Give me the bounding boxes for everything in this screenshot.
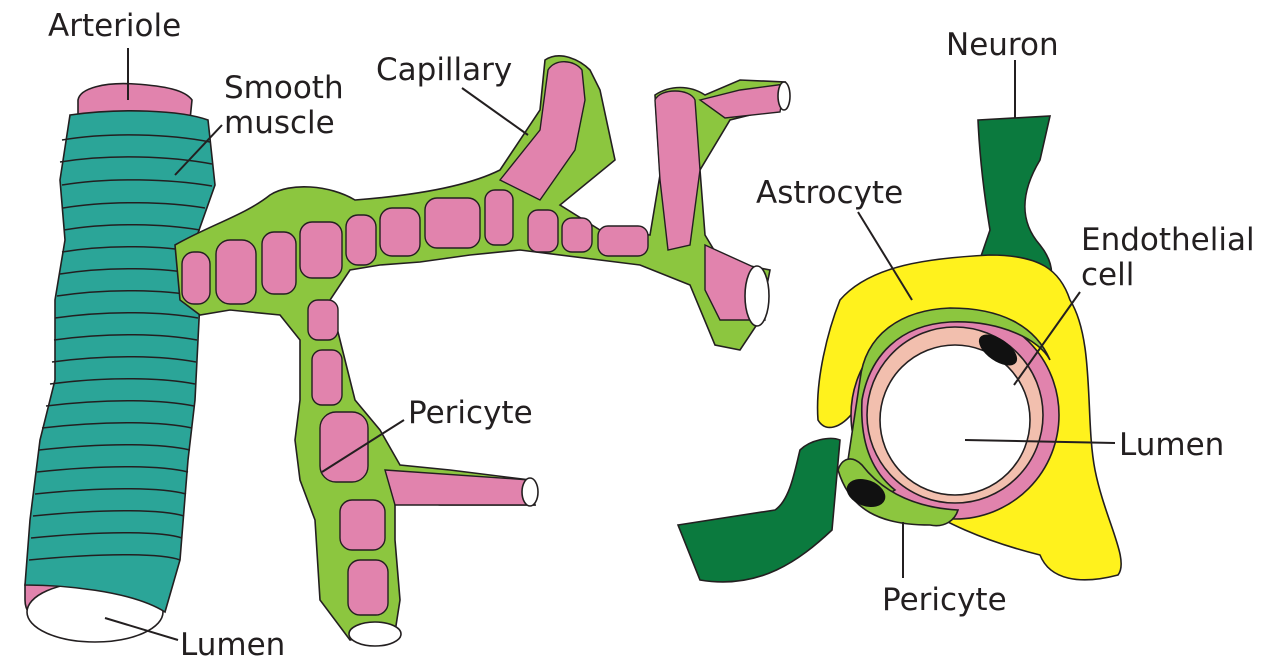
label-pericyte-left: Pericyte <box>408 395 533 431</box>
label-endothelial-2: cell <box>1081 257 1134 293</box>
capillary-leader <box>462 88 528 135</box>
arteriole <box>25 84 215 642</box>
label-smooth-muscle-2: muscle <box>224 105 335 141</box>
neuron-lower-left <box>678 438 840 581</box>
label-endothelial-1: Endothelial <box>1081 222 1255 258</box>
label-arteriole: Arteriole <box>48 8 181 44</box>
label-lumen-left: Lumen <box>180 627 285 662</box>
label-astrocyte: Astrocyte <box>756 175 903 211</box>
label-pericyte-right: Pericyte <box>882 582 1007 618</box>
label-lumen-right: Lumen <box>1119 427 1224 463</box>
label-smooth-muscle-1: Smooth <box>224 70 344 106</box>
label-capillary: Capillary <box>376 52 512 88</box>
label-neuron: Neuron <box>946 27 1059 63</box>
cross-section-lumen <box>880 345 1030 495</box>
